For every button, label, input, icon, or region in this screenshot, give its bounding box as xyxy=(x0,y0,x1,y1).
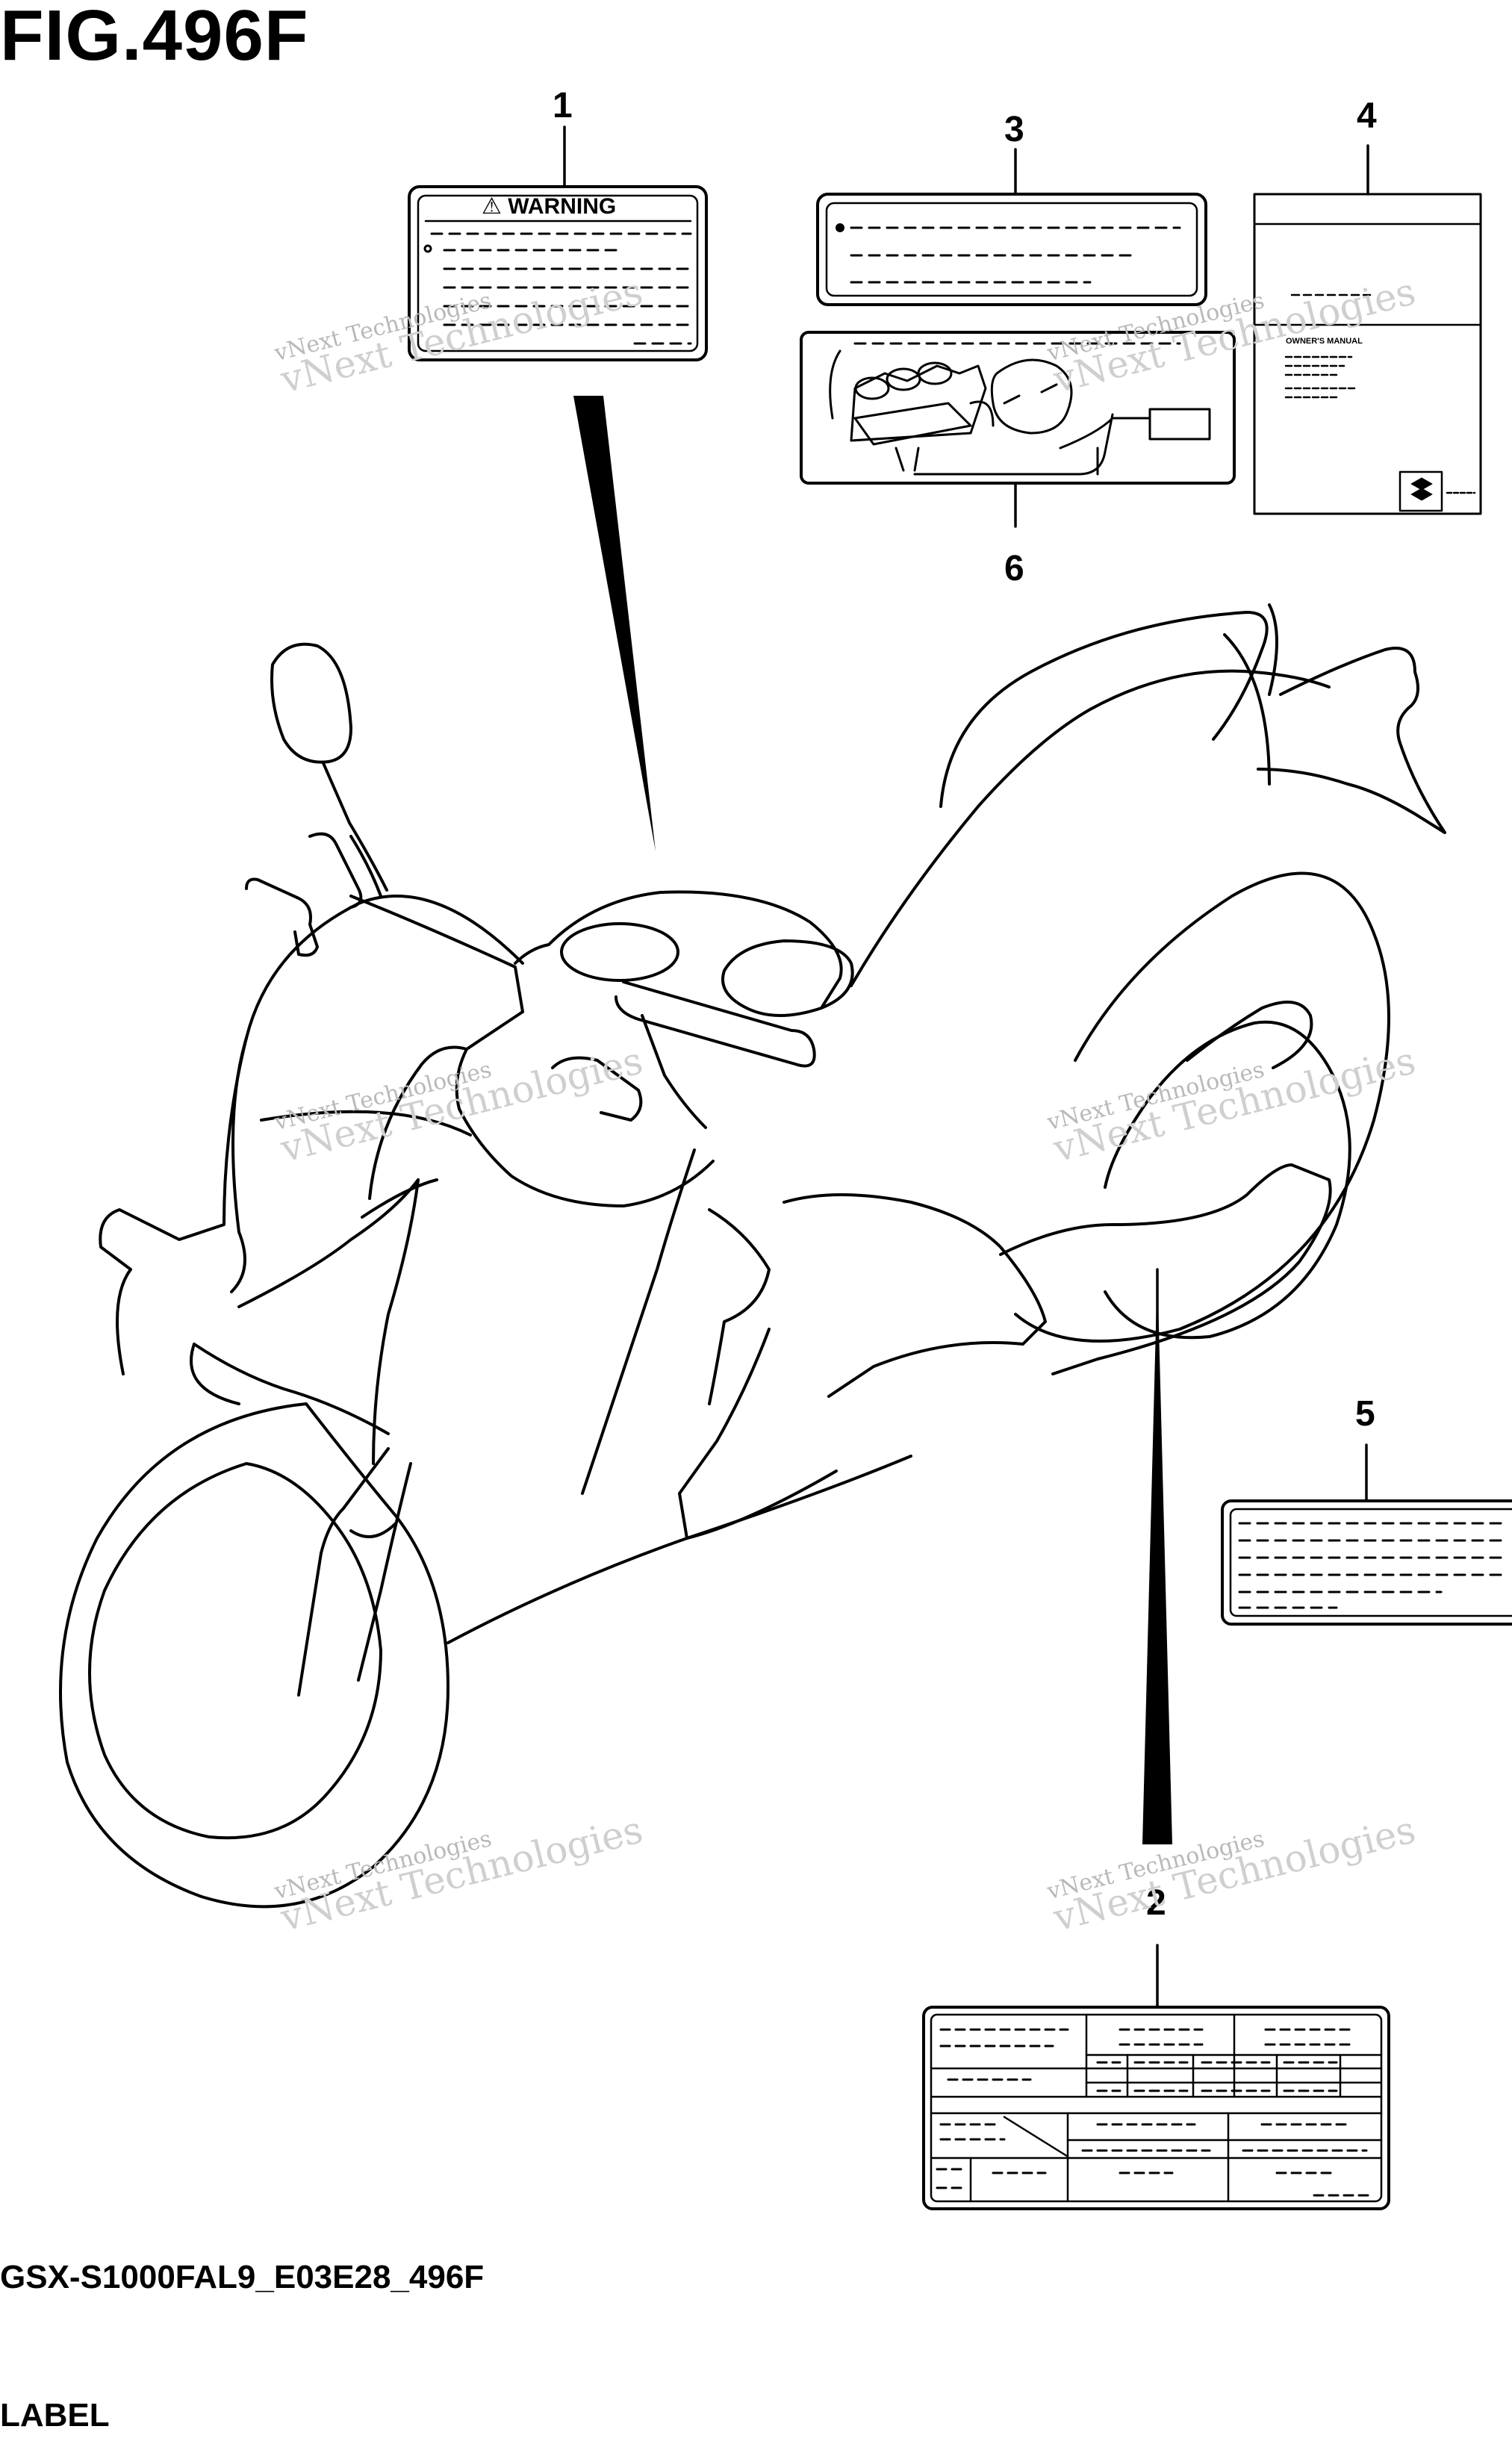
label-2-spec-table xyxy=(922,2006,1390,2210)
label-4-owners-manual xyxy=(1253,193,1482,515)
label-1-warning-heading: ⚠ WARNING xyxy=(482,194,617,219)
label-6-wiring xyxy=(800,331,1236,485)
label-4-manual-heading: OWNER'S MANUAL xyxy=(1286,337,1363,346)
figure-title: FIG.496F xyxy=(0,0,309,75)
callout-6: 6 xyxy=(1004,549,1024,588)
pointer-wedges xyxy=(573,396,1172,1844)
callout-1: 1 xyxy=(553,86,573,125)
callout-4: 4 xyxy=(1357,96,1377,136)
figure-code: GSX-S1000FAL9_E03E28_496F xyxy=(0,2259,485,2295)
callout-3: 3 xyxy=(1004,110,1024,149)
callout-2: 2 xyxy=(1146,1883,1166,1923)
callout-5: 5 xyxy=(1355,1394,1375,1434)
label-1-warning xyxy=(408,185,708,361)
motorcycle-outline xyxy=(59,603,1446,1909)
figure-name: LABEL xyxy=(0,2397,110,2434)
label-3 xyxy=(816,193,1207,306)
label-5 xyxy=(1221,1499,1512,1626)
